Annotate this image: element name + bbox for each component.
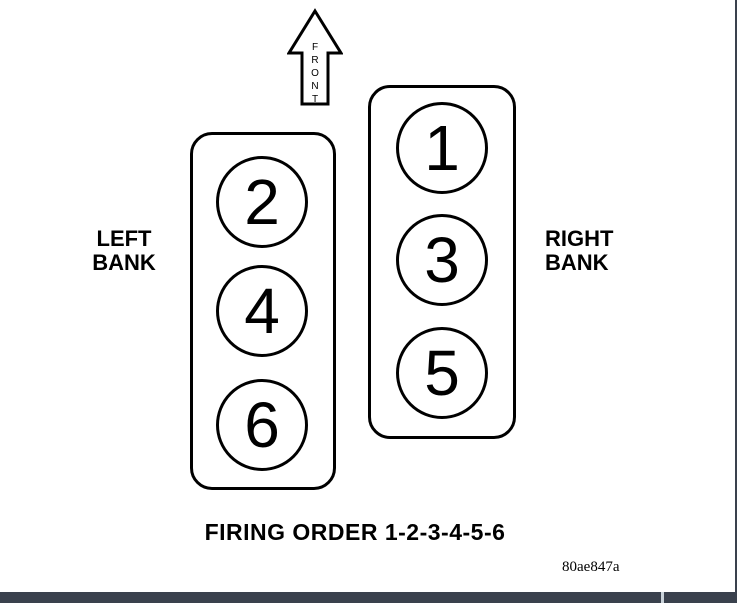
left-bank-label-line1: LEFT <box>96 226 152 251</box>
cylinder-5: 5 <box>396 327 488 419</box>
front-direction-arrow: FRONT <box>287 8 343 107</box>
left-bank-label: LEFT BANK <box>78 227 170 275</box>
figure-code: 80ae847a <box>562 559 620 575</box>
cylinder-6: 6 <box>216 379 308 471</box>
right-bank-outline: 1 3 5 <box>368 85 516 439</box>
bottom-scrollbar-divider <box>661 592 664 603</box>
cylinder-4: 4 <box>216 265 308 357</box>
left-bank-label-line2: BANK <box>92 250 156 275</box>
up-arrow-icon <box>287 8 343 106</box>
left-bank-outline: 2 4 6 <box>190 132 336 490</box>
front-label: FRONT <box>309 42 321 107</box>
right-bank-label-line1: RIGHT <box>545 226 614 251</box>
cylinder-1: 1 <box>396 102 488 194</box>
right-bank-label-line2: BANK <box>545 250 609 275</box>
cylinder-3: 3 <box>396 214 488 306</box>
firing-order-caption: FIRING ORDER 1-2-3-4-5-6 <box>204 519 506 545</box>
cylinder-2: 2 <box>216 156 308 248</box>
right-edge-border <box>735 0 737 603</box>
bottom-scrollbar[interactable] <box>0 592 737 603</box>
right-bank-label: RIGHT BANK <box>545 227 655 275</box>
